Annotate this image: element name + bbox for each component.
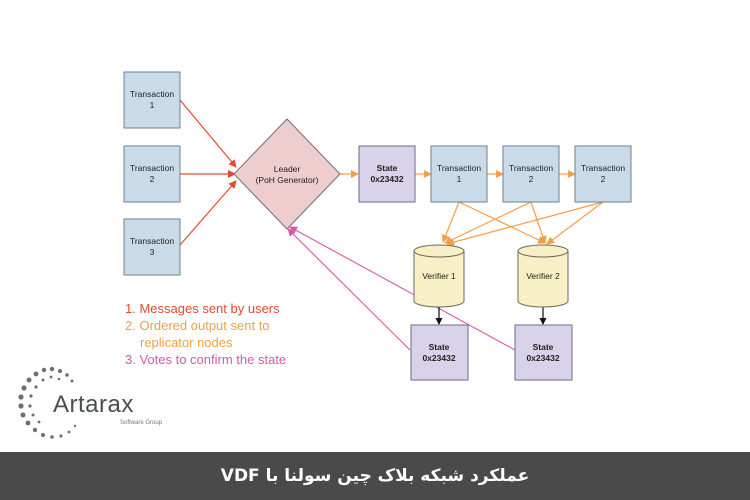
verifier-2: Verifier 2 xyxy=(517,244,569,308)
chain-transaction-3: Transaction 2 xyxy=(574,145,632,203)
svg-text:1: 1 xyxy=(457,174,462,184)
svg-text:2: 2 xyxy=(529,174,534,184)
user-transaction-2: Transaction 2 xyxy=(123,145,181,203)
verifier-1-state: State 0x23432 xyxy=(410,324,469,381)
legend-ordered-output-cont: replicator nodes xyxy=(140,335,233,350)
svg-text:2: 2 xyxy=(150,174,155,184)
solana-vdf-diagram: Transaction 1 Transaction 2 Transaction … xyxy=(123,71,632,381)
svg-text:2: 2 xyxy=(601,174,606,184)
legend-messages: 1. Messages sent by users xyxy=(125,301,280,316)
verifier-1: Verifier 1 xyxy=(413,244,465,308)
svg-text:Transaction: Transaction xyxy=(130,89,174,99)
svg-text:1: 1 xyxy=(150,100,155,110)
artarax-logo-icon xyxy=(18,366,77,439)
svg-text:0x23432: 0x23432 xyxy=(370,174,403,184)
svg-text:Verifier 2: Verifier 2 xyxy=(526,271,560,281)
legend-votes: 3. Votes to confirm the state xyxy=(125,352,287,367)
votes-arrows xyxy=(287,226,516,351)
svg-text:0x23432: 0x23432 xyxy=(526,353,559,363)
svg-text:Transaction: Transaction xyxy=(130,163,174,173)
legend: 1. Messages sent by users 2. Ordered out… xyxy=(125,300,286,368)
user-transaction-1: Transaction 1 xyxy=(123,71,181,129)
footer-bar: عملکرد شبکه بلاک چین سولنا با VDF xyxy=(0,452,750,500)
svg-text:(PoH Generator): (PoH Generator) xyxy=(256,175,319,185)
logo-tagline: Software Group xyxy=(120,420,163,426)
chain-transaction-1: Transaction 1 xyxy=(430,145,488,203)
svg-text:Leader: Leader xyxy=(274,164,301,174)
verifier-2-state: State 0x23432 xyxy=(514,324,573,381)
leader-poh-generator: Leader (PoH Generator) xyxy=(233,118,341,230)
svg-text:Transaction: Transaction xyxy=(581,163,625,173)
svg-text:State: State xyxy=(533,342,554,352)
svg-text:3: 3 xyxy=(150,247,155,257)
state-top: State 0x23432 xyxy=(358,145,416,203)
verifier-state-arrows xyxy=(435,307,547,325)
legend-ordered-output: 2. Ordered output sent to xyxy=(125,318,270,333)
svg-text:Transaction: Transaction xyxy=(509,163,553,173)
svg-text:State: State xyxy=(429,342,450,352)
svg-text:Transaction: Transaction xyxy=(130,236,174,246)
ordered-output-arrows xyxy=(338,170,604,247)
user-transaction-3: Transaction 3 xyxy=(123,218,181,276)
messages-arrows xyxy=(179,99,237,246)
svg-text:0x23432: 0x23432 xyxy=(422,353,455,363)
logo-name: Artarax xyxy=(53,391,134,418)
svg-text:Transaction: Transaction xyxy=(437,163,481,173)
svg-text:Verifier 1: Verifier 1 xyxy=(422,271,456,281)
svg-text:State: State xyxy=(377,163,398,173)
chain-transaction-2: Transaction 2 xyxy=(502,145,560,203)
footer-title: عملکرد شبکه بلاک چین سولنا با VDF xyxy=(220,466,530,486)
